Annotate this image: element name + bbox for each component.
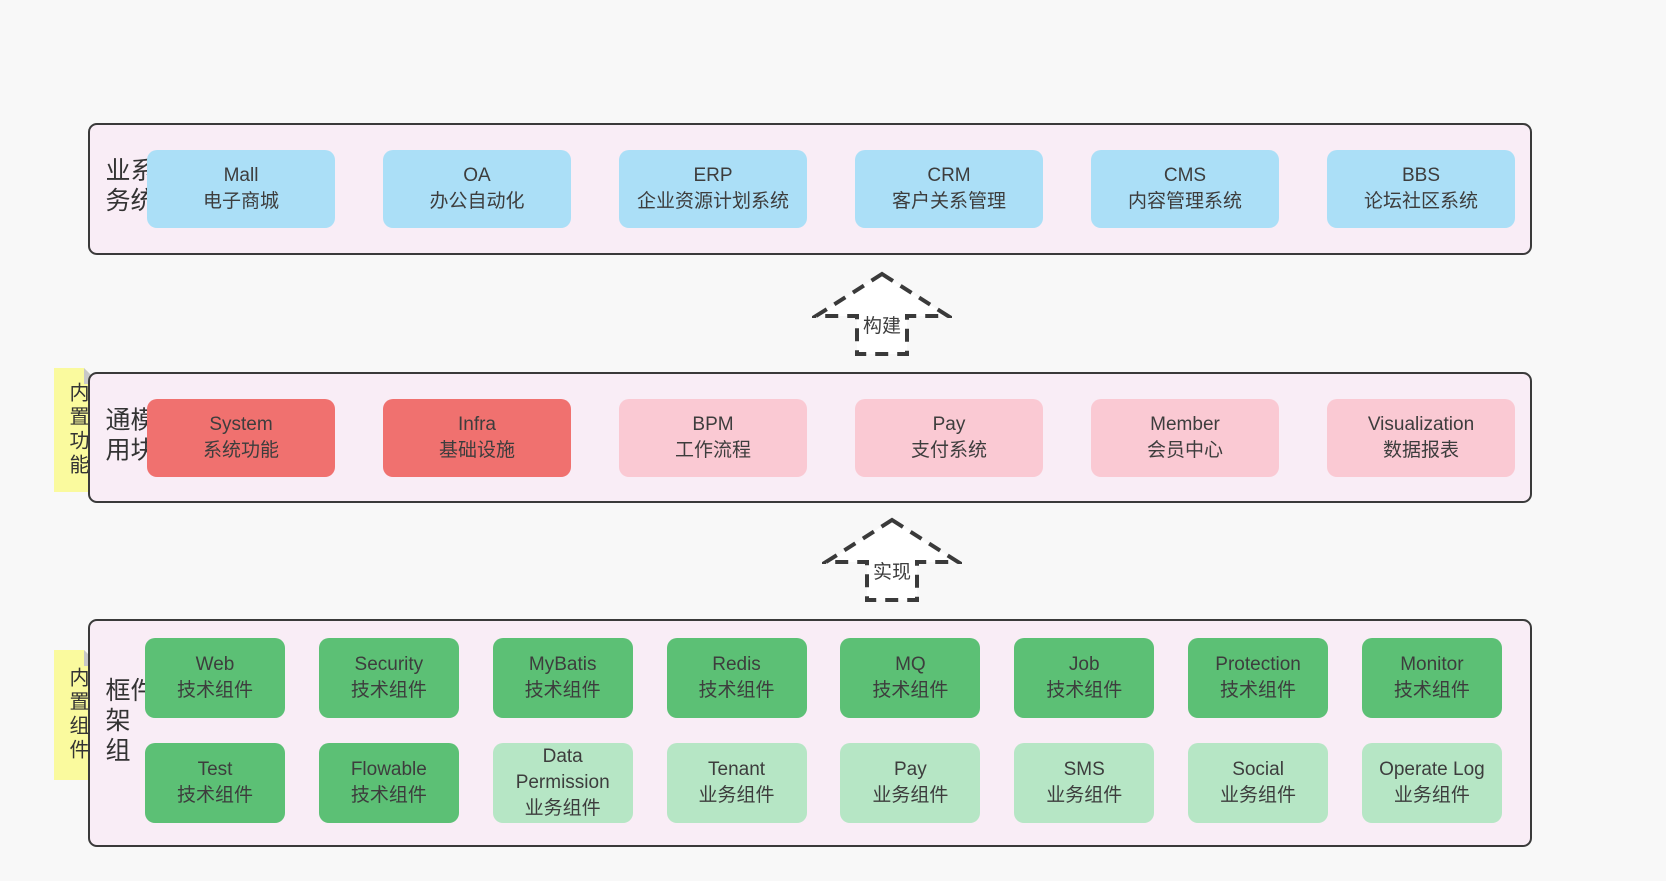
box-title: System xyxy=(209,414,273,435)
box-subtitle: 技术组件 xyxy=(872,680,949,701)
box-subtitle: 论坛社区系统 xyxy=(1363,191,1478,212)
box-test: Test 技术组件 xyxy=(145,743,285,823)
box-subtitle: 内容管理系统 xyxy=(1127,191,1242,212)
box-subtitle: 办公自动化 xyxy=(429,191,525,212)
box-subtitle: 技术组件 xyxy=(698,680,775,701)
box-subtitle: 技术组件 xyxy=(350,680,427,701)
box-subtitle: 业务组件 xyxy=(1393,785,1470,806)
box-title: Data Permission xyxy=(515,746,610,793)
box-infra: Infra 基础设施 xyxy=(383,399,571,477)
box-title: Flowable xyxy=(350,759,427,780)
arrow-label: 构建 xyxy=(859,310,905,339)
box-title: Test xyxy=(197,759,233,780)
box-subtitle: 技术组件 xyxy=(524,680,601,701)
box-flowable: Flowable 技术组件 xyxy=(318,743,459,823)
box-title: CRM xyxy=(927,165,971,186)
box-title: Social xyxy=(1232,759,1284,780)
box-pay: Pay 业务组件 xyxy=(840,743,981,823)
box-subtitle: 业务组件 xyxy=(872,785,949,806)
box-subtitle: 支付系统 xyxy=(910,440,987,461)
box-security: Security 技术组件 xyxy=(318,638,459,718)
box-title: Tenant xyxy=(708,759,766,780)
box-tenant: Tenant 业务组件 xyxy=(666,743,807,823)
box-title: Job xyxy=(1068,654,1100,675)
arrow-label: 实现 xyxy=(869,556,915,585)
box-pay: Pay 支付系统 xyxy=(855,399,1043,477)
box-subtitle: 工作流程 xyxy=(674,440,751,461)
box-title: Infra xyxy=(457,414,497,435)
box-system: System 系统功能 xyxy=(147,399,335,477)
box-title: Mall xyxy=(223,165,259,186)
box-subtitle: 业务组件 xyxy=(1046,785,1123,806)
box-visualization: Visualization 数据报表 xyxy=(1327,399,1515,477)
box-subtitle: 企业资源计划系统 xyxy=(636,191,789,212)
box-crm: CRM 客户关系管理 xyxy=(855,150,1043,228)
box-title: Security xyxy=(354,654,424,675)
box-title: Monitor xyxy=(1400,654,1464,675)
box-title: Pay xyxy=(894,759,927,780)
box-subtitle: 业务组件 xyxy=(524,798,601,819)
box-title: MyBatis xyxy=(528,654,597,675)
box-subtitle: 业务组件 xyxy=(698,785,775,806)
box-title: Visualization xyxy=(1367,414,1475,435)
box-title: Pay xyxy=(932,414,966,435)
box-subtitle: 技术组件 xyxy=(1220,680,1297,701)
box-monitor: Monitor 技术组件 xyxy=(1361,638,1502,718)
box-title: BBS xyxy=(1401,165,1441,186)
box-title: Member xyxy=(1150,414,1220,435)
box-job: Job 技术组件 xyxy=(1014,638,1155,718)
box-subtitle: 电子商城 xyxy=(202,191,279,212)
box-mall: Mall 电子商城 xyxy=(147,150,335,228)
box-bbs: BBS 论坛社区系统 xyxy=(1327,150,1515,228)
box-subtitle: 技术组件 xyxy=(176,785,253,806)
box-subtitle: 业务组件 xyxy=(1220,785,1297,806)
box-title: SMS xyxy=(1063,759,1105,780)
box-subtitle: 数据报表 xyxy=(1382,440,1459,461)
box-subtitle: 技术组件 xyxy=(1046,680,1123,701)
box-title: BPM xyxy=(692,414,734,435)
box-row: System 系统功能 Infra 基础设施 BPM 工作流程 Pay 支付系统 Member 会… xyxy=(90,374,1530,477)
box-oa: OA 办公自动化 xyxy=(383,150,571,228)
box-mybatis: MyBatis 技术组件 xyxy=(492,638,633,718)
box-member: Member 会员中心 xyxy=(1091,399,1279,477)
implement-arrow: 实现 xyxy=(822,516,962,604)
box-subtitle: 技术组件 xyxy=(176,680,253,701)
box-erp: ERP 企业资源计划系统 xyxy=(619,150,807,228)
box-mq: MQ 技术组件 xyxy=(840,638,981,718)
box-redis: Redis 技术组件 xyxy=(666,638,807,718)
box-subtitle: 基础设施 xyxy=(438,440,515,461)
box-title: OA xyxy=(463,165,491,186)
box-title: MQ xyxy=(895,654,926,675)
box-title: Operate Log xyxy=(1379,759,1485,780)
box-subtitle: 客户关系管理 xyxy=(891,191,1006,212)
box-row: Mall 电子商城 OA 办公自动化 ERP 企业资源计划系统 CRM 客户关系管理 CMS 内容… xyxy=(90,125,1530,228)
note-label: 内置功能 xyxy=(66,382,88,478)
box-title: ERP xyxy=(693,165,733,186)
box-title: Web xyxy=(195,654,235,675)
box-bpm: BPM 工作流程 xyxy=(619,399,807,477)
box-sms: SMS 业务组件 xyxy=(1014,743,1155,823)
box-title: Protection xyxy=(1215,654,1301,675)
box-subtitle: 技术组件 xyxy=(350,785,427,806)
box-operate-log: Operate Log 业务组件 xyxy=(1361,743,1502,823)
box-subtitle: 会员中心 xyxy=(1146,440,1223,461)
note-label: 内置组件 xyxy=(66,667,88,763)
box-title: CMS xyxy=(1163,165,1207,186)
box-data-permission: Data Permission 业务组件 xyxy=(492,743,633,823)
box-cms: CMS 内容管理系统 xyxy=(1091,150,1279,228)
box-social: Social 业务组件 xyxy=(1188,743,1329,823)
build-arrow: 构建 xyxy=(812,270,952,358)
box-protection: Protection 技术组件 xyxy=(1188,638,1329,718)
box-subtitle: 系统功能 xyxy=(202,440,279,461)
box-subtitle: 技术组件 xyxy=(1393,680,1470,701)
box-web: Web 技术组件 xyxy=(145,638,285,718)
box-title: Redis xyxy=(712,654,761,675)
